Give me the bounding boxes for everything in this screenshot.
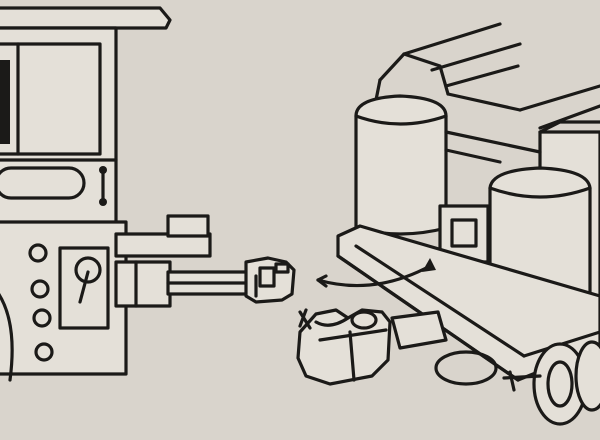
draft-pocket (390, 310, 448, 350)
rotation-arrow (316, 264, 432, 288)
draft-gear-upper (114, 232, 212, 258)
gauge-icon (74, 256, 102, 284)
truck-wheel-rear-2 (574, 340, 600, 412)
car-body-rail-2 (430, 42, 522, 72)
locomotive-wheel (0, 293, 14, 382)
cab-window (0, 42, 102, 156)
truck-wheel-front (434, 350, 498, 386)
draft-gear-lower (114, 260, 172, 308)
car-body-rail-1 (402, 22, 502, 56)
door-slot (0, 166, 86, 200)
panel-button-2 (30, 279, 50, 299)
panel-button-3 (32, 308, 52, 328)
gauge-box (58, 246, 110, 330)
spring-cylinder-left (354, 94, 448, 236)
coupler-head (244, 256, 296, 304)
bolster (444, 130, 542, 154)
locomotive-roof (0, 6, 172, 30)
panel-button-4 (34, 342, 54, 362)
freight-truck (296, 22, 600, 426)
window-shadow (0, 60, 10, 144)
locomotive (0, 6, 296, 382)
panel-button-1 (28, 243, 48, 263)
